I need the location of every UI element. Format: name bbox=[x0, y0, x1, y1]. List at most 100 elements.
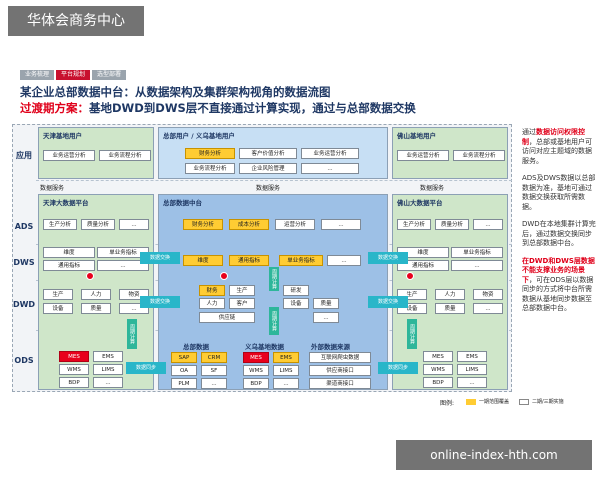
hq-ods-oa[interactable]: OA bbox=[171, 365, 197, 376]
fs-dwd-more[interactable]: ... bbox=[473, 303, 503, 314]
hq-ads-ops[interactable]: 运营分析 bbox=[275, 219, 315, 230]
hq-app-customer[interactable]: 客户价值分析 bbox=[239, 148, 297, 159]
hq-dwd-finance[interactable]: 财务 bbox=[199, 285, 225, 296]
legend-label: 图例: bbox=[440, 400, 455, 407]
data-service-left: 数据服务 bbox=[40, 185, 65, 192]
hq-dws-dim[interactable]: 维度 bbox=[183, 255, 223, 266]
hq-calc-arrow-upper: 周期计算 bbox=[269, 267, 279, 291]
yiwu-ods-lims[interactable]: LIMS bbox=[273, 365, 299, 376]
hq-dwd-supply[interactable]: 供应链 bbox=[199, 312, 255, 323]
yiwu-ods-more[interactable]: ... bbox=[273, 378, 299, 389]
dws-exchange-left-arrow: 数据交换 bbox=[140, 252, 180, 264]
hq-app-process[interactable]: 业务流程分析 bbox=[185, 163, 235, 174]
nav-tab-3[interactable]: 选型部署 bbox=[92, 70, 126, 80]
fs-ads-quality[interactable]: 质量分析 bbox=[435, 219, 469, 230]
fs-ods-lims[interactable]: LIMS bbox=[457, 364, 487, 375]
yiwu-ods-title: 义乌基地数据 bbox=[245, 343, 284, 351]
hq-dwd-quality[interactable]: 质量 bbox=[313, 298, 339, 309]
tj-ods-ems[interactable]: EMS bbox=[93, 351, 123, 362]
tj-ads-more[interactable]: ... bbox=[119, 219, 149, 230]
foshan-app-ops[interactable]: 业务运营分析 bbox=[397, 150, 449, 161]
tj-dwd-hr[interactable]: 人力 bbox=[81, 289, 111, 300]
ods-sync-right-arrow: 数据同步 bbox=[378, 362, 418, 374]
tj-ods-more[interactable]: ... bbox=[93, 377, 123, 388]
hq-dwd-customer[interactable]: 客户 bbox=[229, 298, 255, 309]
foshan-platform: 佛山大数据平台 生产分析 质量分析 ... 维度 单业务指标 通用指标 ... … bbox=[392, 194, 508, 390]
fs-ods-bdp[interactable]: BDP bbox=[423, 377, 453, 388]
red-marker-icon bbox=[406, 272, 414, 280]
hq-dwd-prod[interactable]: 生产 bbox=[229, 285, 255, 296]
fs-dwd-material[interactable]: 物资 bbox=[473, 289, 503, 300]
fs-ods-more[interactable]: ... bbox=[457, 377, 487, 388]
fs-dws-single[interactable]: 单业务指标 bbox=[451, 247, 503, 258]
hq-ods-crm[interactable]: CRM bbox=[201, 352, 227, 363]
tj-dwd-equip[interactable]: 设备 bbox=[43, 303, 73, 314]
tj-ads-prod[interactable]: 生产分析 bbox=[43, 219, 77, 230]
fs-dwd-hr[interactable]: 人力 bbox=[435, 289, 465, 300]
tj-ods-bdp[interactable]: BDP bbox=[59, 377, 89, 388]
tj-dws-common[interactable]: 通用指标 bbox=[43, 260, 95, 271]
tj-dwd-material[interactable]: 物资 bbox=[119, 289, 149, 300]
hq-ods-sap[interactable]: SAP bbox=[171, 352, 197, 363]
tianjin-app-process[interactable]: 业务流程分析 bbox=[99, 150, 151, 161]
yiwu-ods-bdp[interactable]: BDP bbox=[243, 378, 269, 389]
ext-ods-title: 外部数据来源 bbox=[311, 343, 350, 351]
tj-dwd-quality[interactable]: 质量 bbox=[81, 303, 111, 314]
tianjin-app-ops[interactable]: 业务运营分析 bbox=[43, 150, 95, 161]
ext-ods-supplier[interactable]: 供应商接口 bbox=[309, 365, 371, 376]
fs-ads-more[interactable]: ... bbox=[473, 219, 503, 230]
yiwu-ods-mes[interactable]: MES bbox=[243, 352, 269, 363]
hq-app-ops[interactable]: 业务运营分析 bbox=[301, 148, 359, 159]
hq-ods-title: 总部数据 bbox=[183, 343, 209, 351]
tj-ads-quality[interactable]: 质量分析 bbox=[81, 219, 115, 230]
tj-ods-lims[interactable]: LIMS bbox=[93, 364, 123, 375]
note-1: 通过数据访问权限控制，总部或基地用户可访问对应主题域的数据服务。 bbox=[522, 128, 592, 165]
hq-app-more[interactable]: ... bbox=[301, 163, 359, 174]
hq-ods-plm[interactable]: PLM bbox=[171, 378, 197, 389]
fs-dws-common[interactable]: 通用指标 bbox=[397, 260, 449, 271]
dwd-exchange-right-arrow: 数据交换 bbox=[368, 296, 408, 308]
fs-ods-wms[interactable]: WMS bbox=[423, 364, 453, 375]
hq-dws-more[interactable]: ... bbox=[327, 255, 361, 266]
fs-dwd-equip[interactable]: 设备 bbox=[397, 303, 427, 314]
hq-platform: 总部数据中台 财务分析 成本分析 运营分析 ... 维度 通用指标 单业务指标 … bbox=[158, 194, 388, 390]
nav-tab-1[interactable]: 业务梳理 bbox=[20, 70, 54, 80]
fs-dwd-prod[interactable]: 生产 bbox=[397, 289, 427, 300]
tj-dws-dim[interactable]: 维度 bbox=[43, 247, 95, 258]
hq-dws-common[interactable]: 通用指标 bbox=[229, 255, 269, 266]
red-marker-icon bbox=[86, 272, 94, 280]
hq-ods-more[interactable]: ... bbox=[201, 378, 227, 389]
fs-dwd-quality[interactable]: 质量 bbox=[435, 303, 465, 314]
watermark-top: 华体会商务中心 bbox=[8, 6, 144, 36]
fs-ods-ems[interactable]: EMS bbox=[457, 351, 487, 362]
hq-dws-single[interactable]: 单业务指标 bbox=[279, 255, 323, 266]
ext-ods-crawler[interactable]: 互联网爬虫数据 bbox=[309, 352, 371, 363]
tj-dws-more[interactable]: ... bbox=[97, 260, 149, 271]
tianjin-users-panel: 天津基地用户 业务运营分析 业务流程分析 bbox=[38, 127, 154, 179]
fs-dws-more[interactable]: ... bbox=[451, 260, 503, 271]
tj-dwd-more[interactable]: ... bbox=[119, 303, 149, 314]
hq-dwd-hr[interactable]: 人力 bbox=[199, 298, 225, 309]
hq-dwd-equip[interactable]: 设备 bbox=[283, 298, 309, 309]
nav-tab-2[interactable]: 平台规划 bbox=[56, 70, 90, 80]
fs-ads-prod[interactable]: 生产分析 bbox=[397, 219, 431, 230]
tj-ods-wms[interactable]: WMS bbox=[59, 364, 89, 375]
fs-ods-mes[interactable]: MES bbox=[423, 351, 453, 362]
yiwu-ods-wms[interactable]: WMS bbox=[243, 365, 269, 376]
hq-dwd-rd[interactable]: 研发 bbox=[283, 285, 309, 296]
foshan-platform-title: 佛山大数据平台 bbox=[397, 199, 443, 207]
hq-app-finance[interactable]: 财务分析 bbox=[185, 148, 235, 159]
ext-ods-channel[interactable]: 渠道商接口 bbox=[309, 378, 371, 389]
foshan-app-process[interactable]: 业务流程分析 bbox=[453, 150, 505, 161]
tj-ods-mes[interactable]: MES bbox=[59, 351, 89, 362]
hq-ods-sf[interactable]: SF bbox=[201, 365, 227, 376]
hq-app-risk[interactable]: 企业风险管理 bbox=[239, 163, 297, 174]
yiwu-ods-ems[interactable]: EMS bbox=[273, 352, 299, 363]
tj-dwd-prod[interactable]: 生产 bbox=[43, 289, 73, 300]
legend-white-swatch bbox=[519, 399, 529, 405]
hq-dwd-more[interactable]: ... bbox=[313, 312, 339, 323]
hq-ads-more[interactable]: ... bbox=[321, 219, 361, 230]
hq-ads-finance[interactable]: 财务分析 bbox=[183, 219, 223, 230]
tianjin-platform: 天津大数据平台 生产分析 质量分析 ... 维度 单业务指标 通用指标 ... … bbox=[38, 194, 154, 390]
hq-ads-cost[interactable]: 成本分析 bbox=[229, 219, 269, 230]
